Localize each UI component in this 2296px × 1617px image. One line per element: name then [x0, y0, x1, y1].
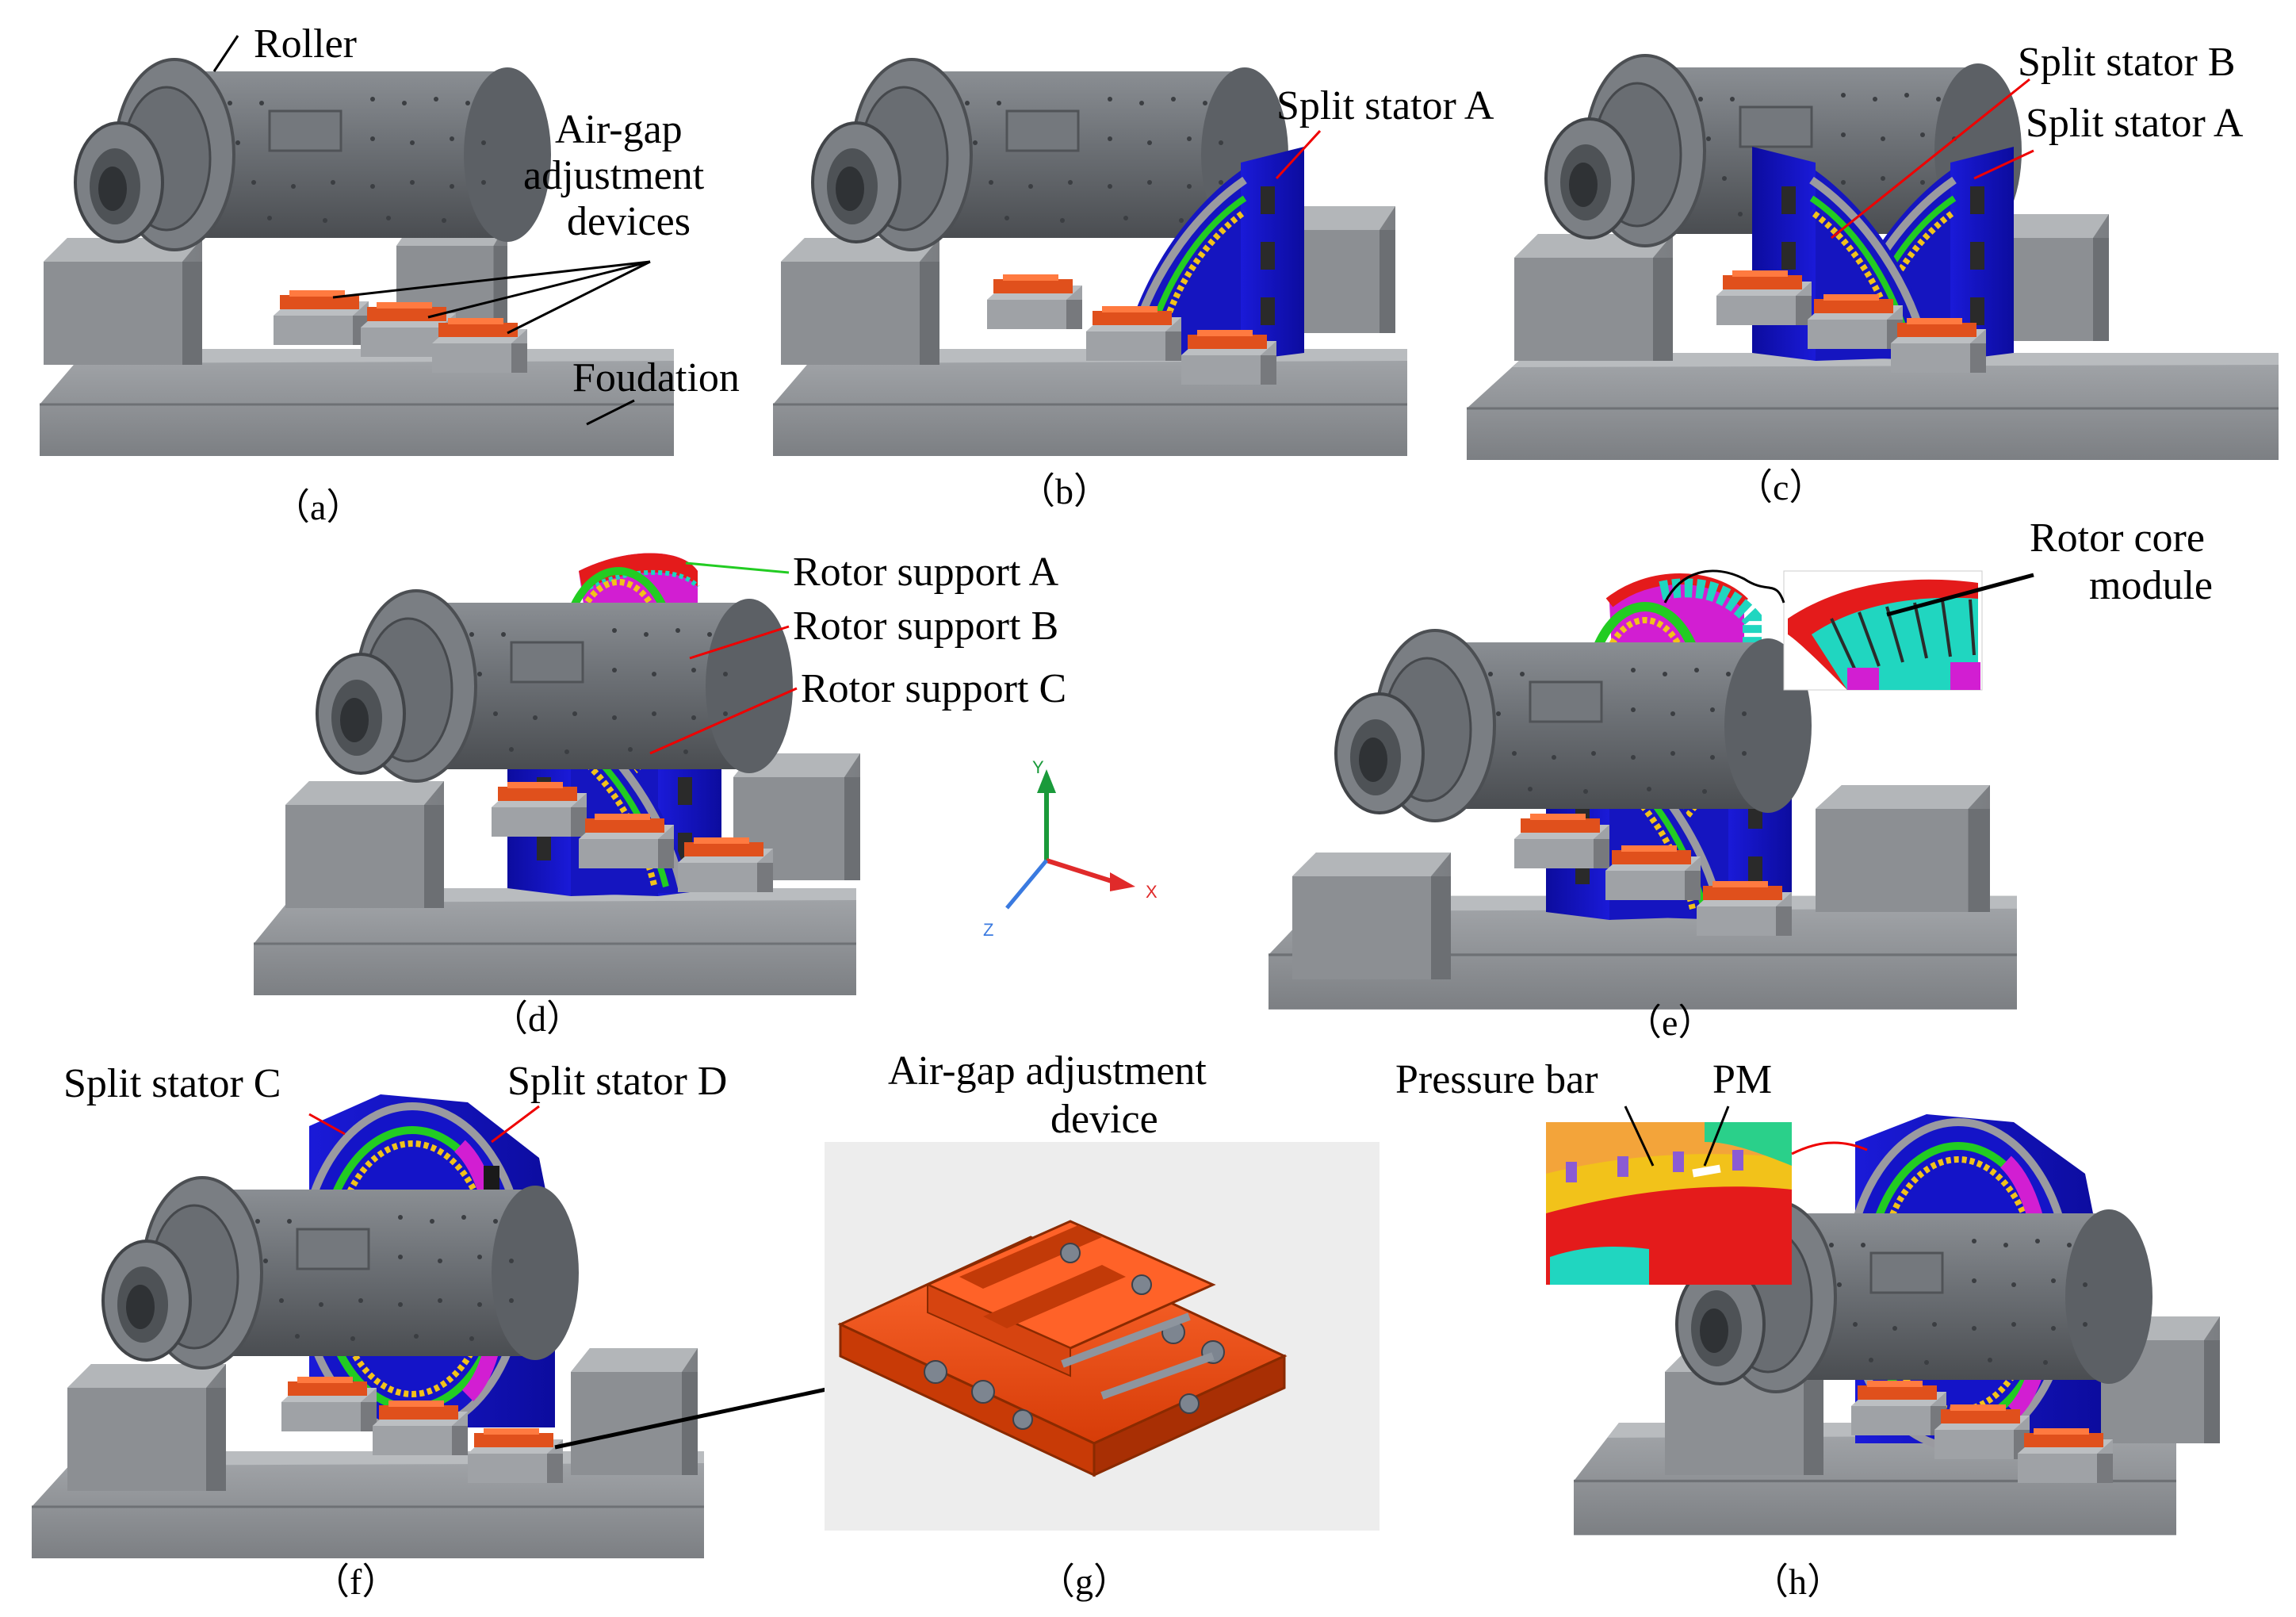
roller-d — [316, 589, 794, 783]
device-block-e2 — [1605, 845, 1701, 900]
label-split-stator-b-c: Split stator B — [2018, 40, 2235, 85]
pedestal-a1 — [44, 238, 202, 365]
pedestal-c1 — [1514, 234, 1673, 361]
caption-h: （h） — [1752, 1561, 1843, 1602]
device-block-b1 — [987, 274, 1082, 329]
leader-device-2 — [427, 260, 651, 319]
caption-a: （a） — [274, 487, 362, 527]
leader-rotor-core — [1886, 573, 2034, 617]
leader-rotor-support-c — [649, 687, 798, 755]
pedestal-d1 — [285, 781, 444, 908]
panel-a: Roller Air-gap adjustment devices Foudat… — [38, 21, 740, 527]
pedestal-b1 — [781, 238, 939, 365]
foundation-c — [1465, 351, 2280, 462]
leader-stator-a-c — [1973, 149, 2034, 180]
label-foundation: Foudation — [572, 355, 740, 400]
inset-connector-h — [1791, 1141, 1868, 1155]
caption-e: （e） — [1625, 1002, 1714, 1043]
leader-foundation — [586, 399, 635, 426]
device-block-a1 — [274, 290, 369, 345]
axis-x-label: X — [1146, 882, 1158, 902]
leader-device-3 — [507, 260, 651, 335]
inset-connector-e — [1663, 569, 1785, 604]
panel-c: Split stator B Split stator A （c） — [1465, 40, 2280, 508]
device-block-b3 — [1181, 330, 1276, 385]
panel-h: Pressure bar PM （h） — [1395, 1057, 2220, 1602]
device-block-c3 — [1891, 318, 1986, 373]
device-block-a3 — [432, 318, 527, 373]
axis-y-arrow — [1037, 769, 1056, 793]
label-split-stator-a-b: Split stator A — [1276, 83, 1494, 128]
device-block-f1 — [281, 1377, 377, 1431]
label-device-g-1: Air-gap adjustment — [888, 1048, 1207, 1094]
panel-e: Rotor core module （e） — [1267, 515, 2213, 1043]
axis-z-line — [1005, 859, 1048, 910]
label-split-stator-c: Split stator C — [63, 1061, 281, 1106]
label-roller: Roller — [254, 21, 357, 67]
device-block-e3 — [1697, 881, 1792, 936]
leader-device-1 — [332, 260, 651, 299]
leader-to-device-g — [554, 1381, 853, 1450]
label-rotor-core-1: Rotor core — [2030, 515, 2205, 561]
device-block-b2 — [1086, 306, 1181, 361]
caption-d: （d） — [492, 998, 583, 1039]
pedestal-f1 — [67, 1364, 226, 1491]
leader-stator-c — [308, 1113, 346, 1136]
device-block-d3 — [678, 837, 773, 892]
device-block-d2 — [579, 814, 674, 868]
label-split-stator-a-c: Split stator A — [2026, 101, 2244, 146]
roller-e — [1334, 629, 1813, 822]
panel-g: Air-gap adjustment device （g） — [825, 1048, 1380, 1602]
pedestal-f2 — [571, 1348, 698, 1475]
leader-rotor-support-b — [689, 625, 790, 660]
leader-rotor-support-a — [685, 561, 790, 574]
rotor-core-inset — [1783, 570, 1983, 691]
label-airgap-1: Air-gap — [555, 107, 683, 152]
axis-triad: Y X Z — [983, 757, 1158, 940]
foundation-b — [771, 347, 1409, 458]
label-rotor-support-c: Rotor support C — [801, 666, 1066, 711]
roller-f — [101, 1176, 580, 1370]
device-block-f3 — [468, 1428, 563, 1483]
device-block-h3 — [2018, 1428, 2113, 1483]
device-block-h1 — [1851, 1381, 1946, 1435]
axis-y-label: Y — [1032, 757, 1044, 777]
device-block-h2 — [1934, 1404, 2030, 1459]
leader-pm — [1703, 1105, 1730, 1167]
leader-stator-b-c — [1831, 78, 2030, 239]
panel-b: Split stator A （b） — [771, 58, 1494, 512]
pedestal-e1 — [1292, 853, 1451, 979]
device-block-c1 — [1716, 270, 1812, 325]
label-rotor-core-2: module — [2089, 563, 2213, 608]
leader-pressure-bar — [1624, 1105, 1655, 1167]
roller-a — [74, 58, 553, 251]
label-rotor-support-a: Rotor support A — [793, 550, 1059, 595]
label-airgap-2: adjustment — [523, 153, 705, 198]
device-block-e1 — [1514, 814, 1609, 868]
panel-f: Split stator C Split stator D （f） — [30, 1059, 853, 1602]
label-pressure-bar: Pressure bar — [1395, 1057, 1598, 1102]
caption-c: （c） — [1736, 467, 1825, 508]
adjustment-device-large — [839, 1220, 1286, 1477]
device-block-f2 — [373, 1401, 468, 1455]
label-airgap-3: devices — [567, 199, 691, 244]
panel-d: Rotor support A Rotor support B Rotor su… — [252, 550, 1066, 1039]
label-pm: PM — [1712, 1057, 1772, 1102]
leader-stator-d — [491, 1105, 540, 1144]
caption-g: （g） — [1039, 1561, 1130, 1602]
pm-inset — [1546, 1122, 1792, 1285]
caption-f: （f） — [313, 1561, 398, 1602]
leader-roller — [212, 35, 239, 72]
device-block-d1 — [492, 782, 587, 837]
axis-x-line — [1046, 858, 1115, 884]
label-device-g-2: device — [1050, 1097, 1158, 1142]
caption-b: （b） — [1019, 471, 1110, 512]
label-split-stator-d: Split stator D — [507, 1059, 727, 1104]
axis-z-label: Z — [983, 920, 993, 940]
device-block-c2 — [1808, 294, 1903, 349]
pedestal-e2 — [1816, 785, 1990, 912]
axis-x-arrow — [1110, 872, 1135, 891]
leader-stator-a-b — [1275, 129, 1322, 180]
label-rotor-support-b: Rotor support B — [793, 604, 1058, 649]
